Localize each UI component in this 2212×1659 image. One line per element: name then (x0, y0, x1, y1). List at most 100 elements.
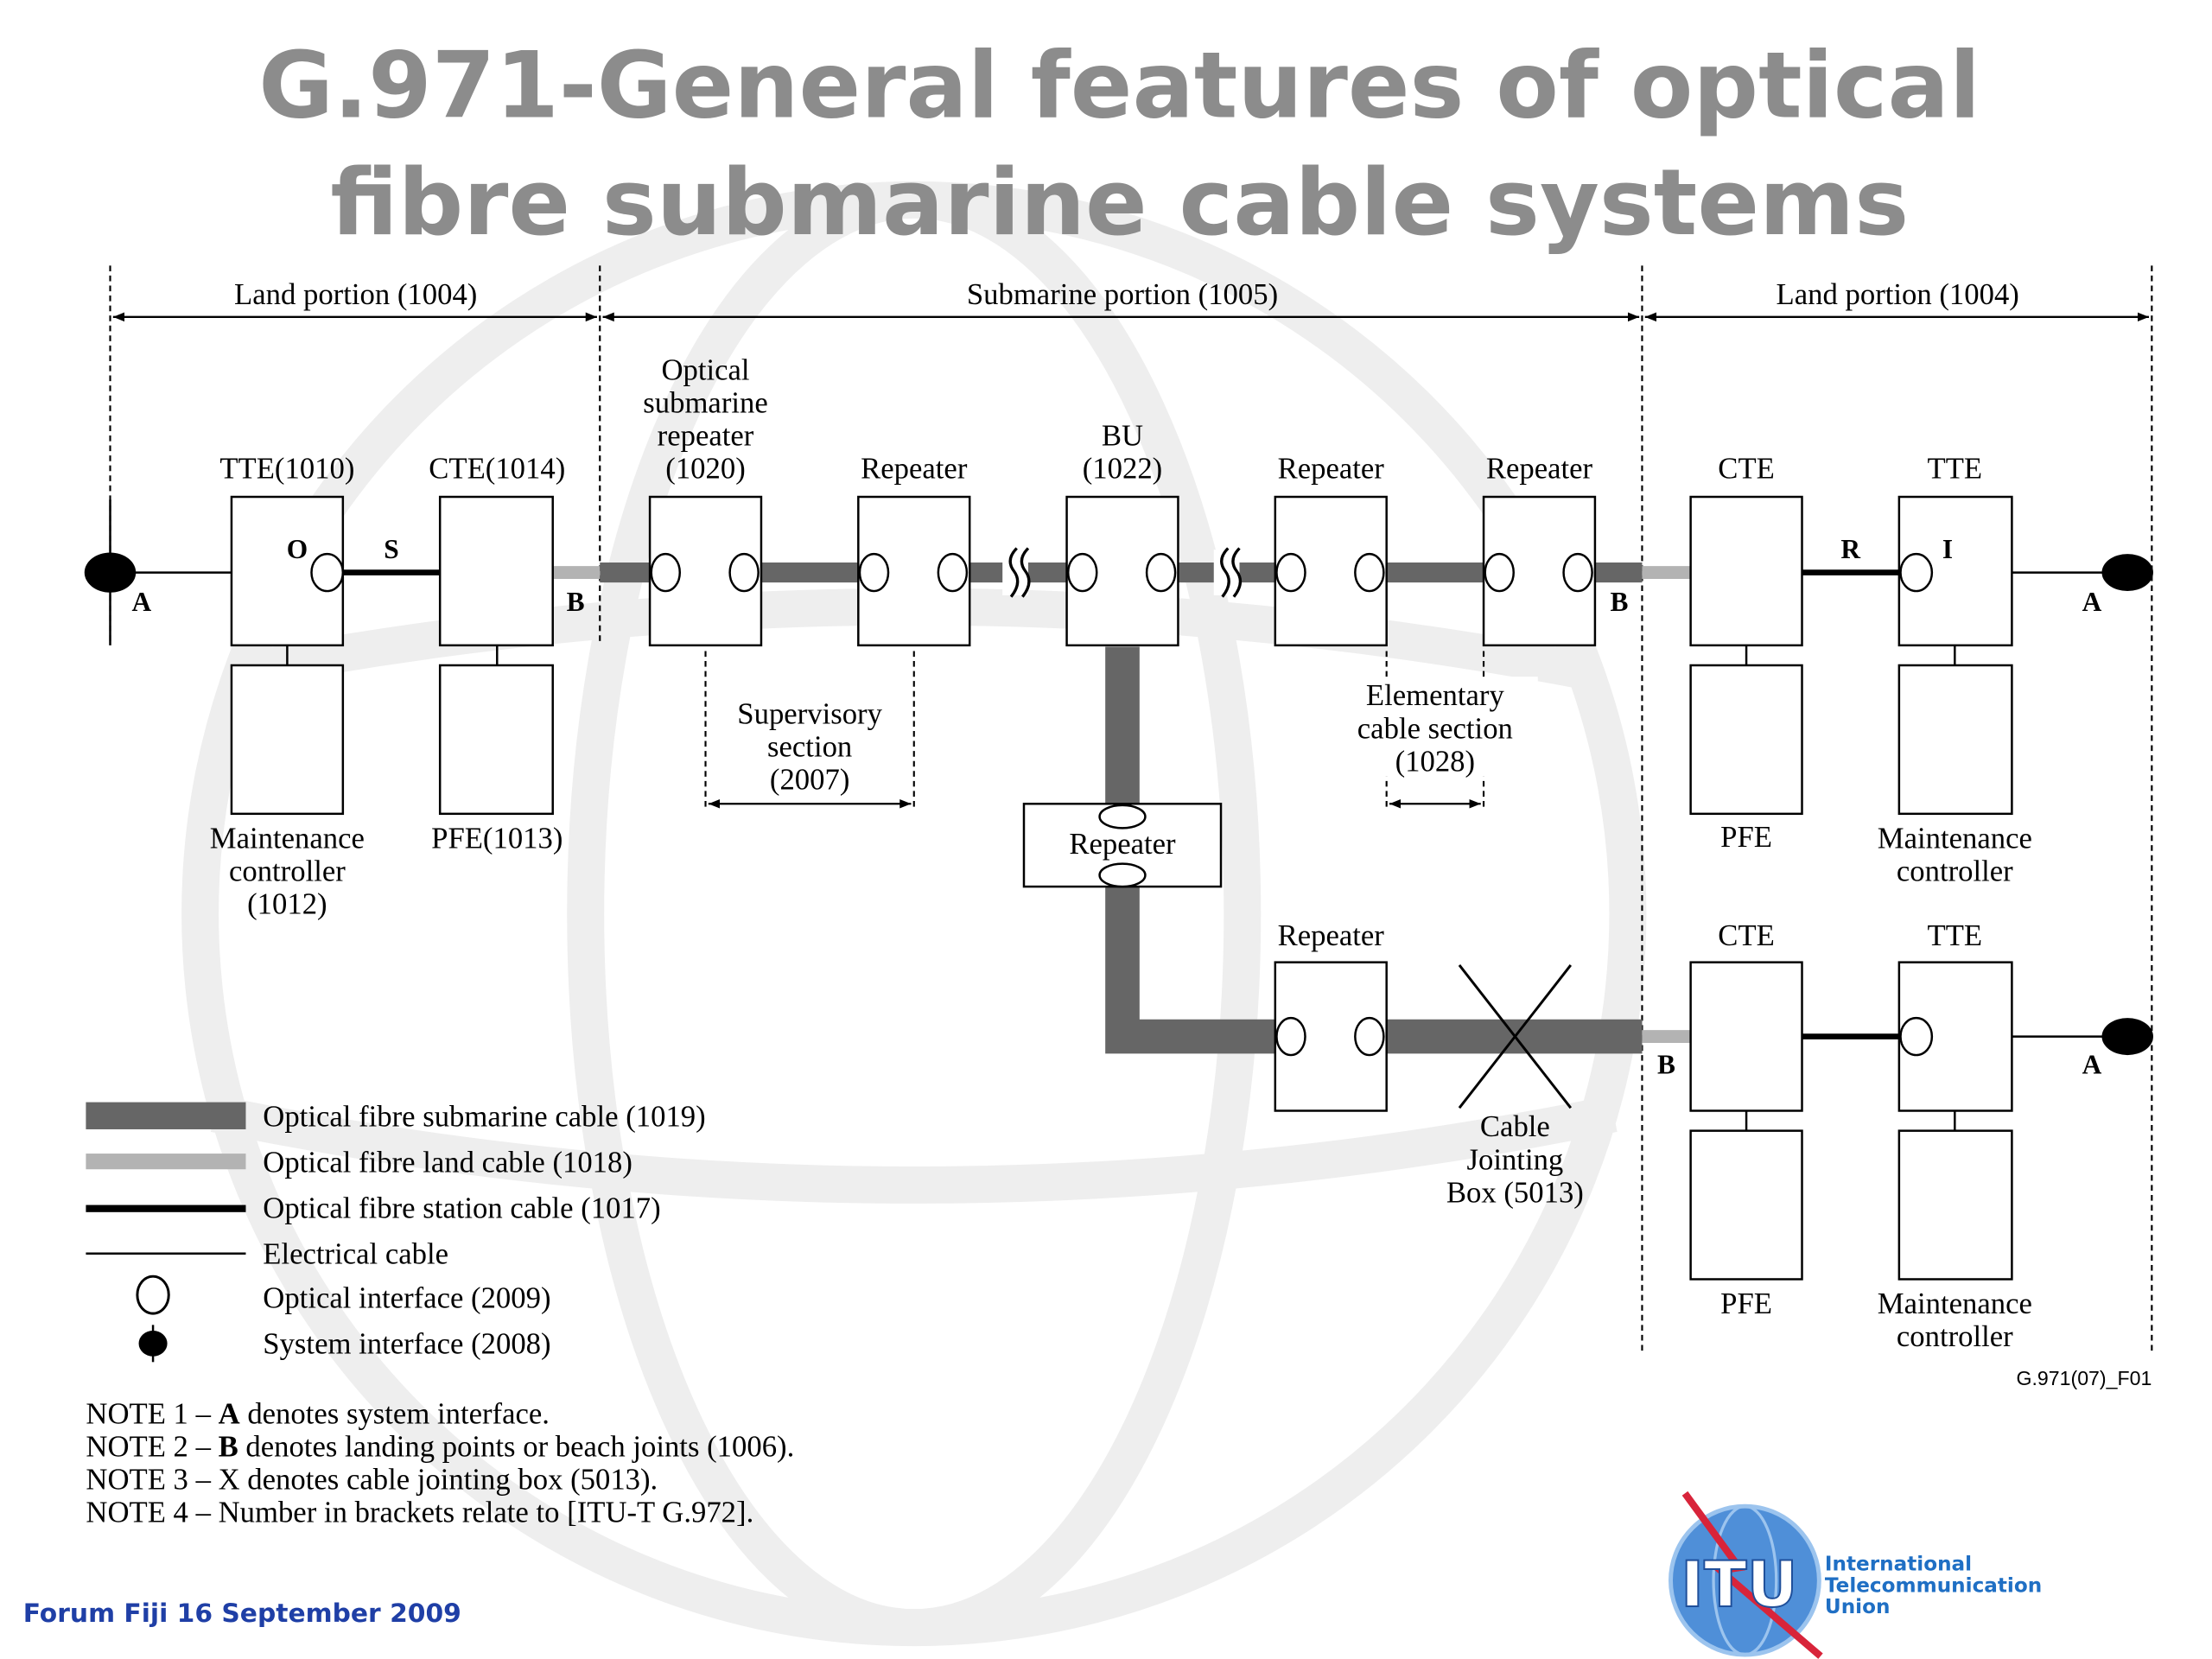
pfe-box-upper (1689, 664, 1803, 816)
optical-interface-icon (1098, 804, 1147, 830)
optical-interface-icon (310, 552, 345, 593)
maintenance-controller-1012-label: Maintenance controller (1012) (210, 821, 365, 920)
svg-text:Jointing: Jointing (1466, 1142, 1563, 1176)
point-label-o: O (287, 534, 308, 564)
tte-1010-label: TTE(1010) (219, 452, 354, 486)
point-label-s: S (384, 534, 398, 564)
slide-title-line1: G.971-General features of optical (258, 32, 1980, 138)
system-interface-icon (138, 1330, 168, 1357)
pfe-1013-box (438, 664, 554, 816)
svg-text:controller: controller (1897, 1319, 2013, 1353)
optical-interface-icon (1899, 1016, 1934, 1057)
bu-1022-label: BU (1022) (1083, 419, 1162, 486)
svg-text:controller: controller (229, 854, 346, 887)
legend-label: System interface (2008) (263, 1326, 550, 1360)
system-interface-icon (84, 552, 137, 593)
system-interface-icon (2101, 554, 2153, 592)
maintenance-controller-box-lower (1897, 1129, 2013, 1281)
maintenance-controller-label-lower: Maintenance controller (1878, 1287, 2032, 1353)
svg-text:controller: controller (1897, 854, 2013, 887)
svg-text:Maintenance: Maintenance (1878, 1287, 2032, 1320)
submarine-cable-branch (1105, 646, 1643, 1054)
repeater-label-1: Repeater (861, 452, 968, 486)
legend-station-cable-swatch (86, 1205, 246, 1212)
cte-label-upper: CTE (1718, 452, 1775, 486)
note-1: NOTE 1 – A denotes system interface. (86, 1396, 550, 1430)
svg-text:Supervisory: Supervisory (737, 697, 882, 731)
optical-repeater-label: Optical submarine repeater (1020) (643, 353, 768, 486)
pfe-1013-label: PFE(1013) (431, 821, 563, 855)
legend-label: Optical fibre station cable (1017) (263, 1191, 660, 1224)
cte-1014-box (438, 495, 554, 647)
svg-text:(1022): (1022) (1083, 452, 1162, 486)
elementary-cable-section-label: Elementary cable section (1028) (1335, 677, 1538, 778)
note-3: NOTE 3 – X denotes cable jointing box (5… (86, 1462, 658, 1496)
point-label-i: I (1942, 534, 1953, 564)
note-2: NOTE 2 – B denotes landing points or bea… (86, 1429, 794, 1463)
itu-globe-icon (1670, 1506, 1820, 1656)
legend-label: Optical fibre submarine cable (1019) (263, 1100, 705, 1134)
right-land-portion-label: Land portion (1004) (1777, 277, 2019, 311)
svg-text:Maintenance: Maintenance (210, 821, 365, 855)
svg-text:submarine: submarine (643, 386, 768, 420)
svg-text:(1028): (1028) (1395, 744, 1475, 778)
maintenance-controller-box-upper (1897, 664, 2013, 816)
legend-land-cable-swatch (86, 1154, 246, 1170)
footer-text: Forum Fiji 16 September 2009 (23, 1599, 461, 1629)
legend-label: Electrical cable (263, 1236, 448, 1270)
svg-text:(1012): (1012) (247, 887, 327, 920)
optical-interfaces-top (650, 552, 1593, 593)
pfe-label-lower: PFE (1720, 1287, 1772, 1320)
repeater-label-3: Repeater (1486, 452, 1593, 486)
svg-text:Maintenance: Maintenance (1878, 821, 2032, 855)
point-label-b-lower: B (1657, 1050, 1675, 1080)
portion-boundaries (109, 265, 2153, 1351)
cable-break-marks (1002, 547, 1243, 598)
repeater-label-branch: Repeater (1278, 918, 1385, 952)
legend-label: Optical fibre land cable (1018) (263, 1146, 632, 1179)
pfe-label-upper: PFE (1720, 820, 1772, 854)
itu-name-line2: Telecommunication (1825, 1574, 2042, 1597)
point-label-b-right: B (1611, 587, 1629, 617)
legend-submarine-cable-swatch (86, 1102, 246, 1129)
point-label-r: R (1840, 534, 1860, 564)
point-label-b-left: B (567, 587, 585, 617)
svg-text:BU: BU (1102, 419, 1143, 453)
itu-name-line1: International (1825, 1554, 1972, 1576)
elementary-cable-section-marker (1385, 651, 1485, 809)
tte-label-lower: TTE (1928, 918, 1983, 952)
point-label-a-left: A (132, 587, 152, 617)
submarine-portion-label: Submarine portion (1005) (967, 277, 1278, 311)
figure-id: G.971(07)_F01 (2016, 1367, 2152, 1389)
itu-logo: ITU International Telecommunication Unio… (1669, 1491, 2042, 1659)
point-label-a-right-lower: A (2082, 1050, 2102, 1080)
cable-jointing-box-x (1458, 964, 1573, 1109)
cable-jointing-box-label: Cable Jointing Box (5013) (1446, 1109, 1584, 1209)
branch-repeater-label: Repeater (1069, 827, 1176, 861)
station-cables (342, 569, 1899, 1039)
point-label-a-right-upper: A (2082, 587, 2102, 617)
maintenance-controller-1012-box (230, 664, 345, 816)
supervisory-section-marker (704, 651, 915, 809)
svg-text:Box (5013): Box (5013) (1446, 1175, 1584, 1209)
land-cables (552, 566, 1691, 1044)
supervisory-section-label: Supervisory section (2007) (737, 697, 882, 797)
optical-interface-icon (1098, 862, 1147, 888)
notes: NOTE 1 – A denotes system interface. NOT… (86, 1396, 794, 1529)
repeater-label-2: Repeater (1278, 452, 1385, 486)
maintenance-controller-label-upper: Maintenance controller (1878, 821, 2032, 887)
optical-interface-icon (1899, 552, 1934, 593)
itu-name-line3: Union (1825, 1596, 1891, 1618)
cte-label-lower: CTE (1718, 918, 1775, 952)
optical-interface-icon (1354, 1016, 1385, 1057)
note-4: NOTE 4 – Number in brackets relate to [I… (86, 1495, 753, 1529)
cte-1014-label: CTE(1014) (429, 452, 565, 486)
tte-label-upper: TTE (1928, 452, 1983, 486)
svg-text:(1020): (1020) (665, 452, 745, 486)
svg-text:Optical: Optical (661, 353, 749, 387)
svg-text:(2007): (2007) (770, 763, 849, 797)
optical-interface-icon (136, 1274, 170, 1315)
svg-text:Elementary: Elementary (1366, 678, 1505, 712)
slide-title-line2: fibre submarine cable systems (330, 149, 1909, 256)
